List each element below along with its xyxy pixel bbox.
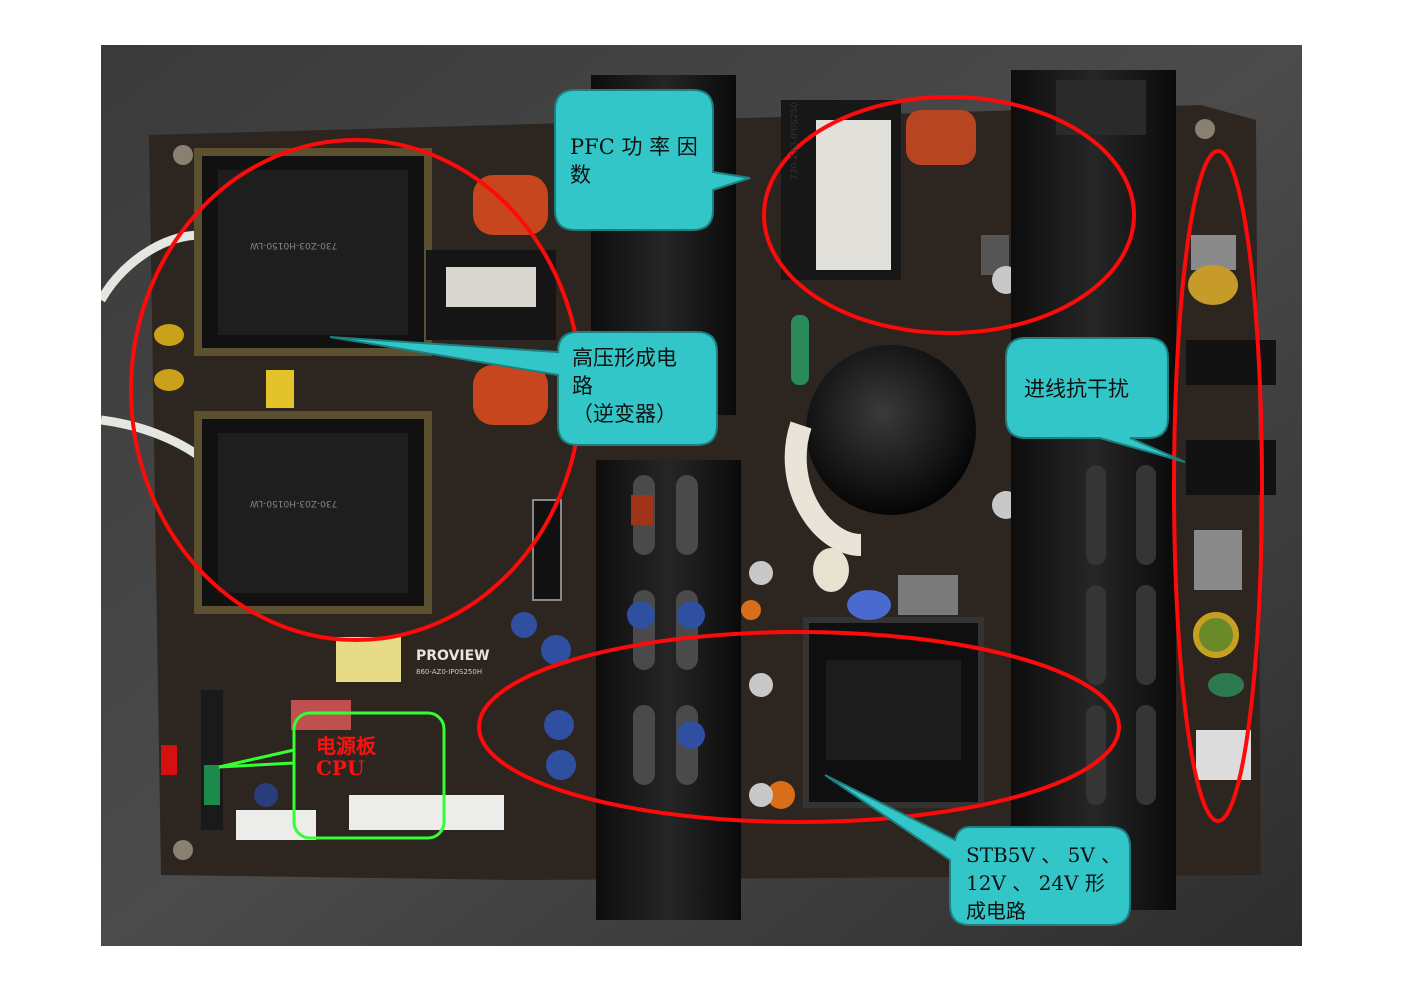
- pfc-callout-text: PFC 功 率 因 数: [570, 135, 698, 187]
- bulk-capacitor: [806, 345, 976, 515]
- board-brand: PROVIEW: [416, 648, 490, 664]
- standby-callout-text: STB5V 、 5V 、 12V 、 24V 形 成电路: [966, 843, 1122, 923]
- transformer-left-1-label: 730-Z03-H0150-LW: [250, 240, 338, 250]
- cpu-highlight: [292, 711, 446, 840]
- mount-hole: [1195, 119, 1215, 139]
- ellipse-pfc: [762, 95, 1136, 335]
- standby-callout: [824, 774, 1131, 926]
- pfc-callout: [554, 89, 751, 231]
- emi-callout: [1005, 337, 1186, 463]
- mount-hole: [173, 145, 193, 165]
- cable: [101, 230, 202, 303]
- cpu-label: 电源板 CPU: [316, 734, 376, 780]
- board-part-no: 860-AZ0-IP0S250H: [416, 668, 483, 676]
- ellipse-standby: [477, 630, 1121, 824]
- transformer-left-2-label: 730-Z03-H0150-LW: [250, 498, 338, 508]
- transformer-pfc-label: 730-Z13-IP0S250: [790, 102, 800, 180]
- high-voltage-callout: [329, 331, 718, 446]
- heatsink-center-bottom: [596, 460, 741, 920]
- emi-callout-text: 进线抗干扰: [1024, 377, 1129, 401]
- mount-hole: [173, 840, 193, 860]
- high-voltage-callout-text: 高压形成电 路 （逆变器）: [572, 346, 677, 426]
- ellipse-emi: [1172, 149, 1264, 823]
